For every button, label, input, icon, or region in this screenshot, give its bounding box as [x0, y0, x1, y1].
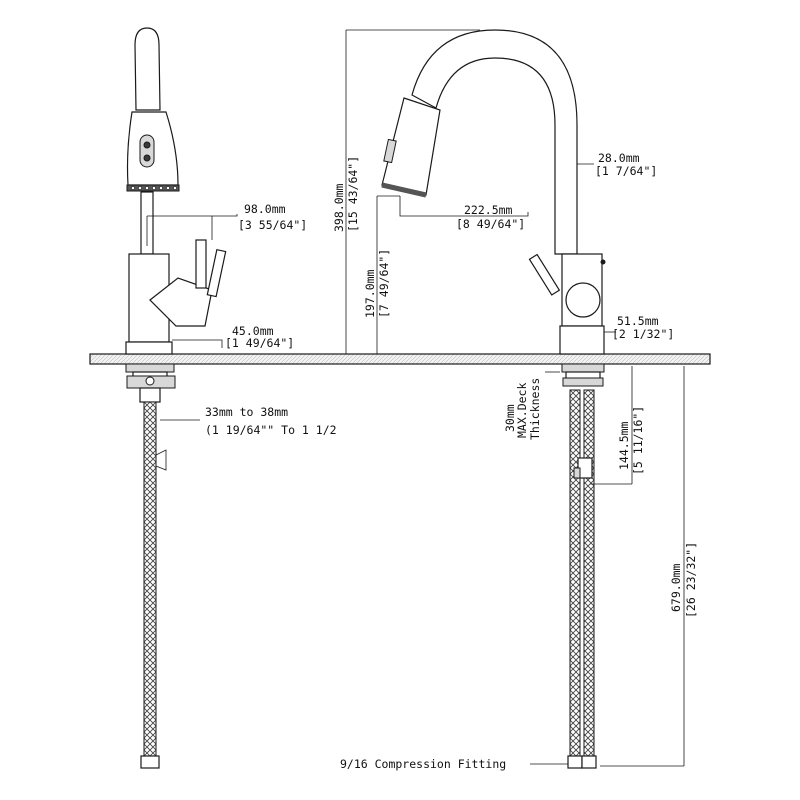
label-deck-2: MAX.Deck [515, 383, 529, 438]
label-mount-hole-inch: (1 19/64"" To 1 1/2 [205, 423, 337, 437]
label-mount-hole: 33mm to 38mm [205, 405, 288, 419]
side-view-faucet [125, 27, 227, 769]
label-51mm: 51.5mm [617, 314, 659, 328]
label-398mm: 398.0mm [332, 183, 346, 232]
label-222mm: 222.5mm [464, 203, 513, 217]
label-deck-3: Thickness [528, 378, 542, 440]
label-197mm-inch: [7 49/64"] [377, 249, 391, 318]
label-45mm: 45.0mm [232, 324, 274, 338]
label-98mm: 98.0mm [244, 202, 286, 216]
label-144mm: 144.5mm [617, 421, 631, 470]
label-222mm-inch: [8 49/64"] [456, 217, 525, 231]
label-197mm: 197.0mm [363, 269, 377, 318]
label-51mm-inch: [2 1/32"] [612, 327, 674, 341]
label-45mm-inch: [1 49/64"] [225, 336, 294, 350]
dimension-labels: 98.0mm [3 55/64"] 45.0mm [1 49/64"] 33mm… [205, 151, 698, 771]
label-fitting: 9/16 Compression Fitting [340, 757, 506, 771]
label-398mm-inch: [15 43/64"] [346, 156, 360, 232]
countertop [89, 353, 711, 365]
label-679mm: 679.0mm [669, 563, 683, 612]
label-144mm-inch: [5 11/16"] [631, 406, 645, 475]
label-28mm-inch: [1 7/64"] [595, 164, 657, 178]
front-view-faucet [381, 29, 606, 769]
label-679mm-inch: [26 23/32"] [684, 542, 698, 618]
label-28mm: 28.0mm [598, 151, 640, 165]
label-deck-1: 30mm [503, 404, 517, 432]
label-98mm-inch: [3 55/64"] [238, 218, 307, 232]
dimension-lines [146, 29, 685, 767]
